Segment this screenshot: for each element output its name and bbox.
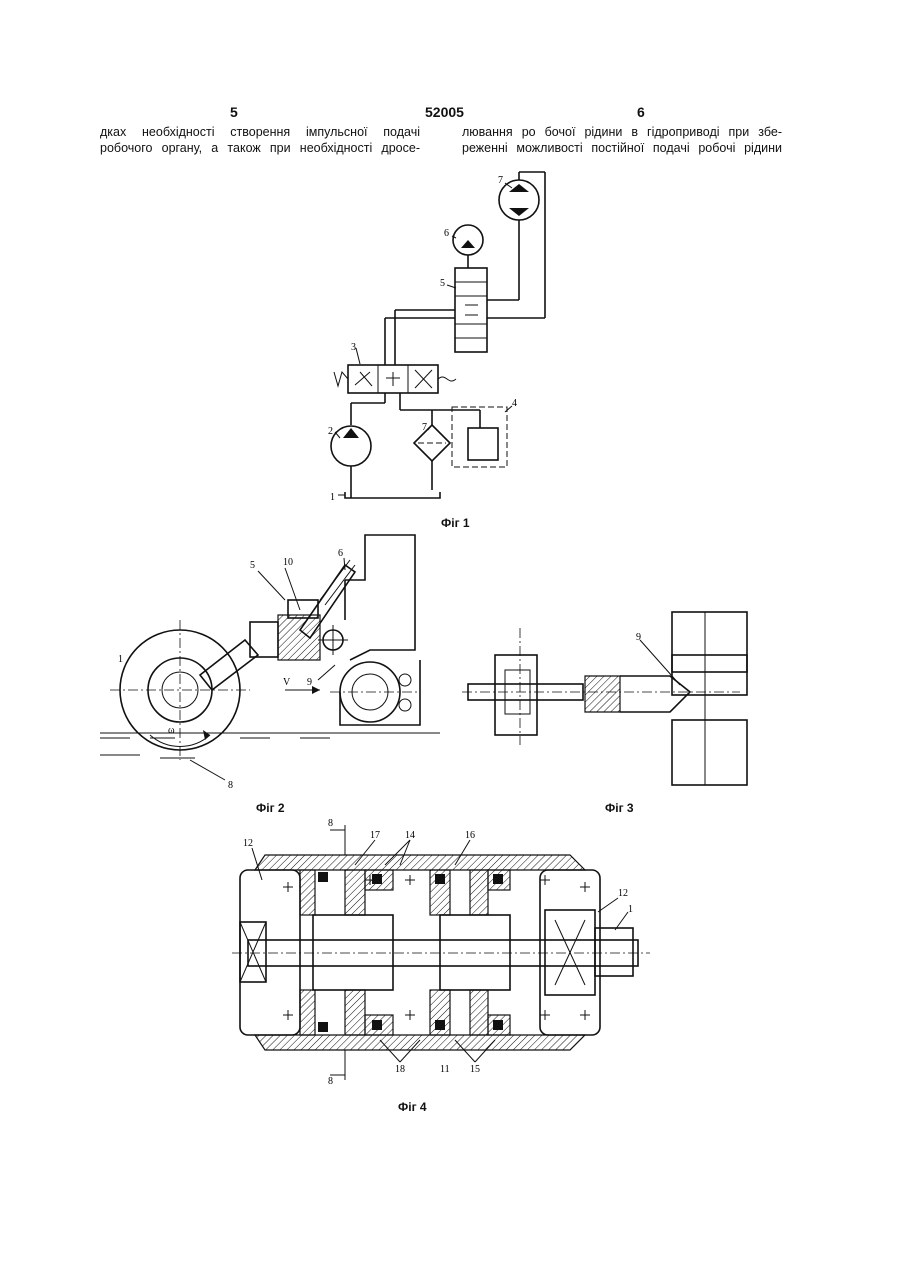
fig1-label: 3	[351, 342, 356, 353]
housing-top-wall	[255, 855, 585, 870]
left-end-cap	[240, 870, 300, 1035]
drum-right	[440, 915, 510, 990]
fig3-label: 9	[636, 632, 641, 643]
fig4-label: 11	[440, 1064, 450, 1075]
fig1-label: 4	[512, 398, 517, 409]
housing-bottom-wall	[255, 1035, 585, 1050]
fig4-label: 15	[470, 1064, 480, 1075]
fig2-label: 10	[283, 557, 293, 568]
fig4-label: 17	[370, 830, 380, 841]
figure-2-side-view: 5 10 6 1 8 V 9 ω	[100, 535, 440, 791]
machine-body	[345, 535, 415, 660]
fig1-label: 7	[498, 175, 503, 186]
fig2-label: 1	[118, 654, 123, 665]
fig4-label: 1	[628, 904, 633, 915]
fig2-label: 6	[338, 548, 343, 559]
figure-1-hydraulic-scheme: 7 6 5 3 2 7 4 1	[328, 172, 545, 503]
figure-3-top-view: 9	[462, 612, 747, 785]
hub-block	[495, 655, 537, 735]
drum-left	[313, 915, 393, 990]
fig4-label: 12	[243, 838, 253, 849]
piston-section	[585, 676, 620, 712]
tank-1	[345, 492, 440, 498]
fig2-label: V	[283, 677, 291, 688]
fig2-label: 9	[307, 677, 312, 688]
fig4-label: 18	[395, 1064, 405, 1075]
right-block-bottom	[672, 720, 747, 785]
fig2-label: ω	[168, 725, 175, 736]
fig2-label: 5	[250, 560, 255, 571]
fig4-label: 16	[465, 830, 475, 841]
fig2-label: 8	[228, 780, 233, 791]
fig4-label: 12	[618, 888, 628, 899]
fig1-label: 2	[328, 426, 333, 437]
fig1-label: 1	[330, 492, 335, 503]
fig1-label: 5	[440, 278, 445, 289]
right-block-top	[672, 612, 747, 672]
figure-4-section-view: 8 17 14 16 12 12 1 18 11 15 8	[232, 818, 650, 1087]
fig1-label: 6	[444, 228, 449, 239]
fig4-label: 14	[405, 830, 415, 841]
fig4-label: 8	[328, 818, 333, 829]
piston-block	[278, 615, 320, 660]
fig1-label: 7	[422, 422, 427, 433]
fig4-label: 8	[328, 1076, 333, 1087]
unit-4	[468, 428, 498, 460]
distributor-5	[455, 268, 487, 352]
